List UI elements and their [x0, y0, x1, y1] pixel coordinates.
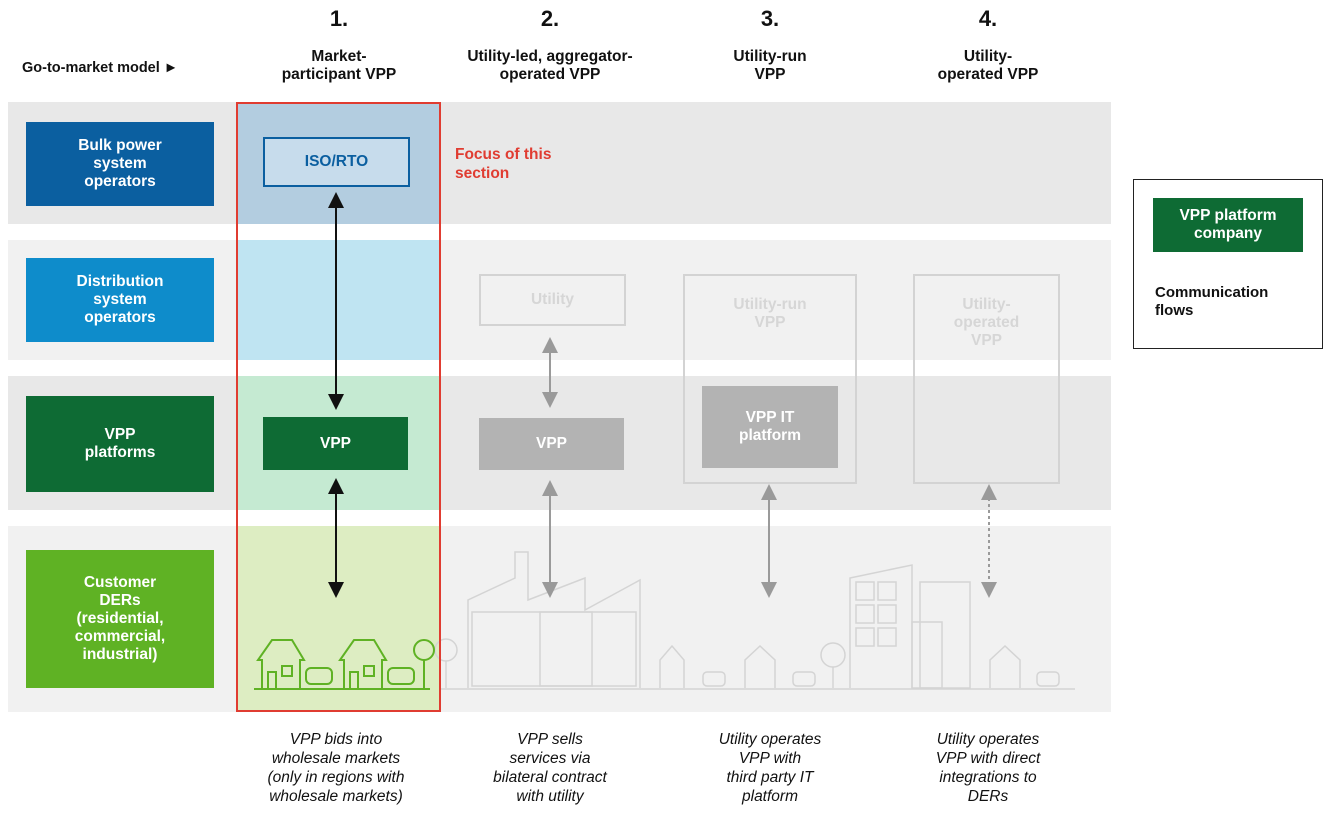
focus-column-border	[236, 102, 441, 712]
caption-col1: VPP bids into wholesale markets (only in…	[267, 731, 405, 805]
column-2-number: 2.	[540, 6, 560, 31]
caption-col3: Utility operates VPP with third party IT…	[718, 731, 822, 805]
go-to-market-label: Go-to-market model ►	[22, 60, 179, 76]
vpp-it-platform-box-col3: VPP IT platform	[702, 386, 838, 468]
customer-houses	[254, 639, 435, 690]
row-label-bulk-power: Bulk power system operators	[26, 122, 214, 206]
column-1-name: Market- participant VPP	[281, 48, 397, 83]
utility-run-vpp-box-col3: Utility-run VPP	[683, 274, 857, 484]
legend-platform-swatch: VPP platform company	[1153, 198, 1303, 252]
ghost-skyline	[434, 551, 1075, 690]
column-2-name: Utility-led, aggregator- operated VPP	[467, 48, 633, 83]
row-label-vpp-platforms: VPP platforms	[26, 396, 214, 492]
column-1-number: 1.	[329, 6, 349, 31]
legend: VPP platform company Communication flows	[1133, 179, 1323, 349]
legend-flows-label: Communication flows	[1155, 284, 1269, 319]
caption-col2: VPP sells services via bilateral contrac…	[493, 731, 607, 805]
column-3-number: 3.	[760, 6, 780, 31]
focus-annotation: Focus of this section	[455, 146, 552, 182]
caption-col4: Utility operates VPP with direct integra…	[935, 731, 1041, 805]
utility-box-col2: Utility	[479, 274, 626, 326]
vpp-box-col1: VPP	[263, 417, 408, 470]
vpp-box-col2: VPP	[479, 418, 624, 470]
column-4-number: 4.	[978, 6, 998, 31]
utility-operated-vpp-box-col4: Utility- operated VPP	[913, 274, 1060, 484]
row-label-customer-ders: Customer DERs (residential, commercial, …	[26, 550, 214, 688]
column-3-name: Utility-run VPP	[733, 48, 807, 83]
iso-rto-box: ISO/RTO	[263, 137, 410, 187]
column-4-name: Utility- operated VPP	[937, 48, 1039, 83]
row-label-distribution: Distribution system operators	[26, 258, 214, 342]
